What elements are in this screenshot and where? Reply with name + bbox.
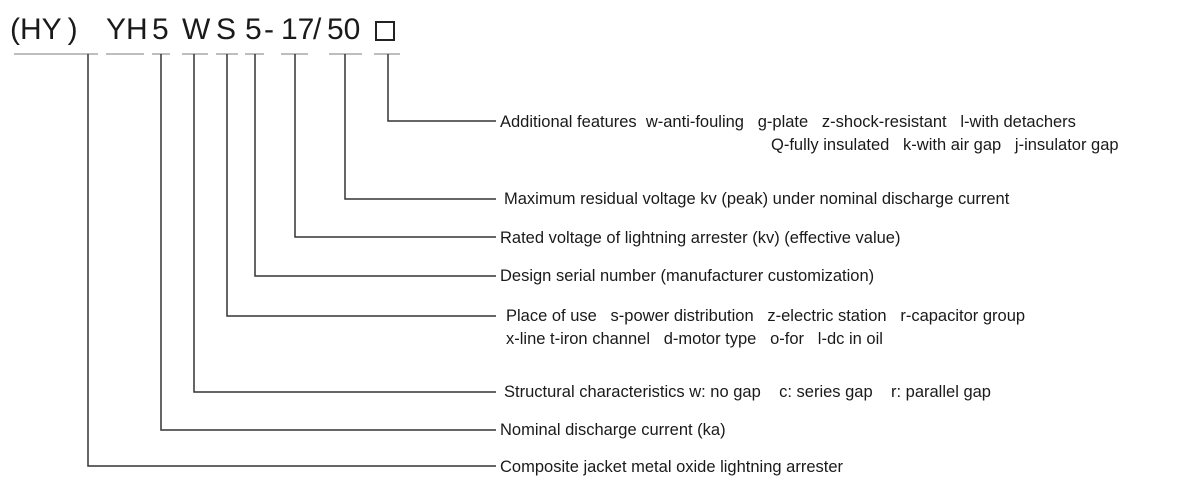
desc-structure: Structural characteristics w: no gap c: …: [504, 383, 991, 401]
code-residual: 50: [327, 13, 361, 46]
code-rated: 17: [281, 13, 315, 46]
desc-current: Nominal discharge current (ka): [500, 421, 726, 439]
code-type-yh: YH: [106, 13, 148, 46]
leader-serial: [254, 54, 496, 277]
desc-rated: Rated voltage of lightning arrester (kv)…: [500, 229, 901, 247]
code-structure: W: [182, 13, 211, 46]
leader-current: [160, 54, 496, 431]
additional-features-box: [375, 21, 395, 41]
desc-type: Composite jacket metal oxide lightning a…: [500, 458, 843, 476]
desc-place-line-2: x-line t-iron channel d-motor type o-for…: [506, 330, 883, 348]
leader-rated: [294, 54, 496, 238]
desc-additional-line-2: Q-fully insulated k-with air gap j-insul…: [771, 136, 1119, 154]
code-current: 5: [152, 13, 169, 46]
desc-place-line-1: Place of use s-power distribution z-elec…: [506, 307, 1026, 325]
leader-additional: [387, 54, 496, 122]
leader-type: [87, 54, 496, 467]
code-slash: /: [313, 13, 322, 46]
code-prefix-hy: (HY ): [10, 13, 78, 46]
desc-serial: Design serial number (manufacturer custo…: [500, 267, 875, 285]
code-serial: 5: [245, 13, 262, 46]
code-place: S: [216, 13, 237, 46]
desc-residual: Maximum residual voltage kv (peak) under…: [504, 190, 1010, 208]
code-dash: -: [264, 13, 274, 46]
leader-place: [226, 54, 496, 317]
leader-structure: [193, 54, 496, 393]
leader-residual: [344, 54, 496, 200]
desc-additional-line-1: Additional features w-anti-fouling g-pla…: [500, 113, 1076, 131]
